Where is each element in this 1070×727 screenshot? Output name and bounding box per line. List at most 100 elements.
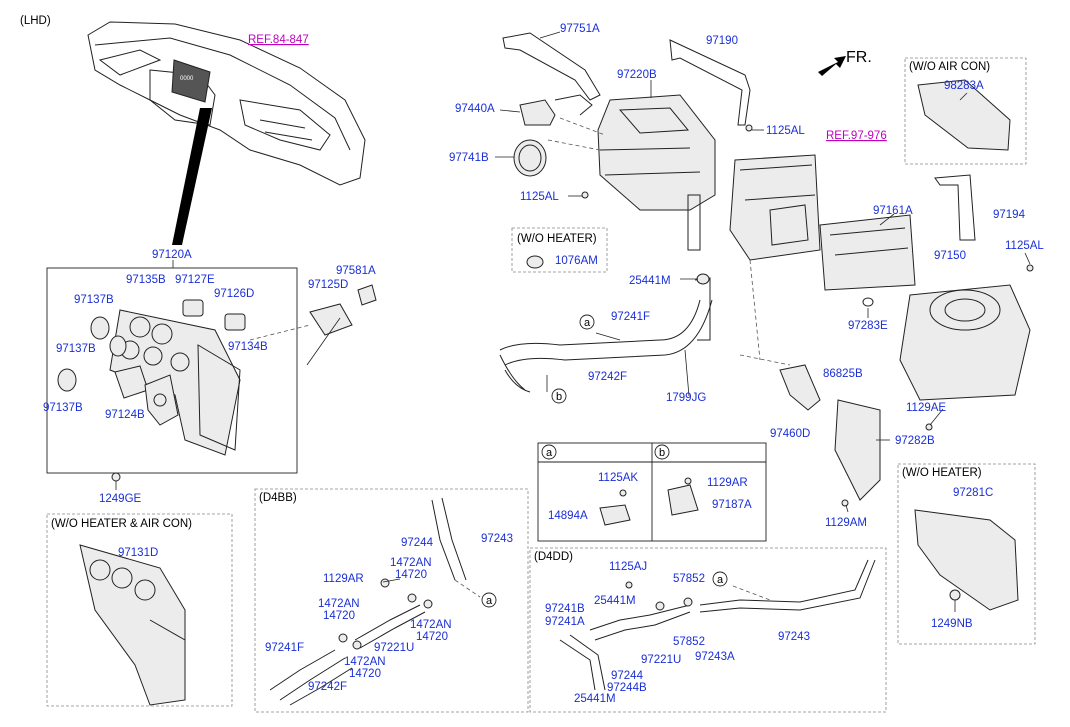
callout-parts-illustration <box>526 255 710 526</box>
control-panel-illustration <box>57 284 377 490</box>
section-wo-heater-air-con: (W/O HEATER & AIR CON) <box>51 518 192 530</box>
part-97221U-1[interactable]: 97221U <box>374 642 414 654</box>
part-97244-1[interactable]: 97244 <box>401 537 434 549</box>
part-1125AK[interactable]: 1125AK <box>598 472 638 484</box>
part-97241A[interactable]: 97241A <box>545 616 585 628</box>
part-97137B-2[interactable]: 97137B <box>56 343 96 355</box>
section-wo-air-con: (W/O AIR CON) <box>909 61 990 73</box>
part-1129AM[interactable]: 1129AM <box>825 517 867 529</box>
part-1125AL-3[interactable]: 1125AL <box>1005 240 1044 252</box>
part-1129AR-1[interactable]: 1129AR <box>707 477 748 489</box>
part-97281C[interactable]: 97281C <box>953 487 993 499</box>
part-97244B[interactable]: 97244B <box>607 682 647 694</box>
callout-a-table: a <box>546 447 553 459</box>
part-97220B[interactable]: 97220B <box>617 69 657 81</box>
part-97190[interactable]: 97190 <box>706 35 738 47</box>
callout-b-1: b <box>556 391 562 403</box>
part-97241B[interactable]: 97241B <box>545 603 585 615</box>
part-97243-2[interactable]: 97243 <box>778 631 810 643</box>
part-97440A[interactable]: 97440A <box>455 103 495 115</box>
part-97131D[interactable]: 97131D <box>118 547 158 559</box>
part-1076AM[interactable]: 1076AM <box>555 255 598 267</box>
ref-84-847-link[interactable]: REF.84-847 <box>248 34 309 46</box>
part-97751A[interactable]: 97751A <box>560 23 600 35</box>
part-1799JG[interactable]: 1799JG <box>666 392 706 404</box>
d4dd-box <box>529 547 887 713</box>
wo-heater-top-box <box>511 227 608 273</box>
dashboard-illustration: 0000 <box>87 21 366 245</box>
part-1249GE[interactable]: 1249GE <box>99 493 142 505</box>
heater-hoses-illustration <box>499 299 713 393</box>
part-97241F-2[interactable]: 97241F <box>265 642 304 654</box>
bezel-illustration <box>79 544 186 706</box>
part-25441M-1[interactable]: 25441M <box>629 275 671 287</box>
part-1125AJ[interactable]: 1125AJ <box>609 561 647 573</box>
part-14720-3[interactable]: 14720 <box>416 631 448 643</box>
d4bb-hoses-illustration <box>269 497 481 706</box>
callout-b-table: b <box>659 447 665 459</box>
part-1125AL-2[interactable]: 1125AL <box>520 191 559 203</box>
part-14894A[interactable]: 14894A <box>548 510 588 522</box>
part-97221U-2[interactable]: 97221U <box>641 654 681 666</box>
part-97124B[interactable]: 97124B <box>105 409 145 421</box>
section-d4dd: (D4DD) <box>534 551 573 563</box>
part-25441M-2[interactable]: 25441M <box>594 595 636 607</box>
part-1129AE[interactable]: 1129AE <box>906 402 946 414</box>
wo-heater-air-con-box <box>46 513 233 707</box>
part-1472AN-1[interactable]: 1472AN <box>390 557 432 569</box>
callout-markers: a b a b a a <box>481 314 728 608</box>
section-lhd: (LHD) <box>20 15 51 27</box>
part-1472AN-4[interactable]: 1472AN <box>344 656 386 668</box>
part-97125D[interactable]: 97125D <box>308 279 348 291</box>
part-1472AN-2[interactable]: 1472AN <box>318 598 360 610</box>
part-14720-2[interactable]: 14720 <box>323 610 355 622</box>
part-1249NB[interactable]: 1249NB <box>931 618 973 630</box>
d4bb-box <box>254 488 529 713</box>
part-14720-1[interactable]: 14720 <box>395 569 427 581</box>
part-1125AL-1[interactable]: 1125AL <box>766 125 805 137</box>
part-98283A[interactable]: 98283A <box>944 80 984 92</box>
part-97134B[interactable]: 97134B <box>228 341 268 353</box>
front-direction-label: FR. <box>846 49 872 66</box>
part-97161A[interactable]: 97161A <box>873 205 913 217</box>
part-97282B[interactable]: 97282B <box>895 435 935 447</box>
wo-heater-right-box <box>897 463 1036 645</box>
section-wo-heater-top: (W/O HEATER) <box>517 233 597 245</box>
part-97137B-1[interactable]: 97137B <box>74 294 114 306</box>
part-97244-2[interactable]: 97244 <box>611 670 644 682</box>
ref-97-976-link[interactable]: REF.97-976 <box>826 130 887 142</box>
heater-unit-illustration <box>502 32 821 366</box>
part-97242F-1[interactable]: 97242F <box>588 371 627 383</box>
part-97460D[interactable]: 97460D <box>770 428 810 440</box>
callout-a-2: a <box>486 595 493 607</box>
part-86825B[interactable]: 86825B <box>823 368 863 380</box>
part-97283E[interactable]: 97283E <box>848 320 888 332</box>
part-57852-2[interactable]: 57852 <box>673 636 705 648</box>
part-1129AR-2[interactable]: 1129AR <box>323 573 364 585</box>
part-97126D[interactable]: 97126D <box>214 288 254 300</box>
section-d4bb: (D4BB) <box>259 492 297 504</box>
part-97741B[interactable]: 97741B <box>449 152 489 164</box>
part-97242F-2[interactable]: 97242F <box>308 681 347 693</box>
part-97243-1[interactable]: 97243 <box>481 533 513 545</box>
part-97187A[interactable]: 97187A <box>712 499 752 511</box>
part-1472AN-3[interactable]: 1472AN <box>410 619 452 631</box>
part-97581A[interactable]: 97581A <box>336 265 376 277</box>
part-57852-1[interactable]: 57852 <box>673 573 705 585</box>
part-97194[interactable]: 97194 <box>993 209 1026 221</box>
part-97137B-3[interactable]: 97137B <box>43 402 83 414</box>
part-97120A[interactable]: 97120A <box>152 249 192 261</box>
callout-a-1: a <box>584 317 591 329</box>
wo-air-con-box <box>904 57 1027 165</box>
part-97150[interactable]: 97150 <box>934 250 966 262</box>
front-direction-arrow <box>818 56 846 76</box>
part-97127E[interactable]: 97127E <box>175 274 215 286</box>
part-97135B[interactable]: 97135B <box>126 274 166 286</box>
part-25441M-3[interactable]: 25441M <box>574 693 616 705</box>
part-97243A[interactable]: 97243A <box>695 651 735 663</box>
part-97241F-1[interactable]: 97241F <box>611 311 650 323</box>
part-14720-4[interactable]: 14720 <box>349 668 381 680</box>
control-panel-box <box>46 267 298 474</box>
section-wo-heater-right: (W/O HEATER) <box>902 467 982 479</box>
